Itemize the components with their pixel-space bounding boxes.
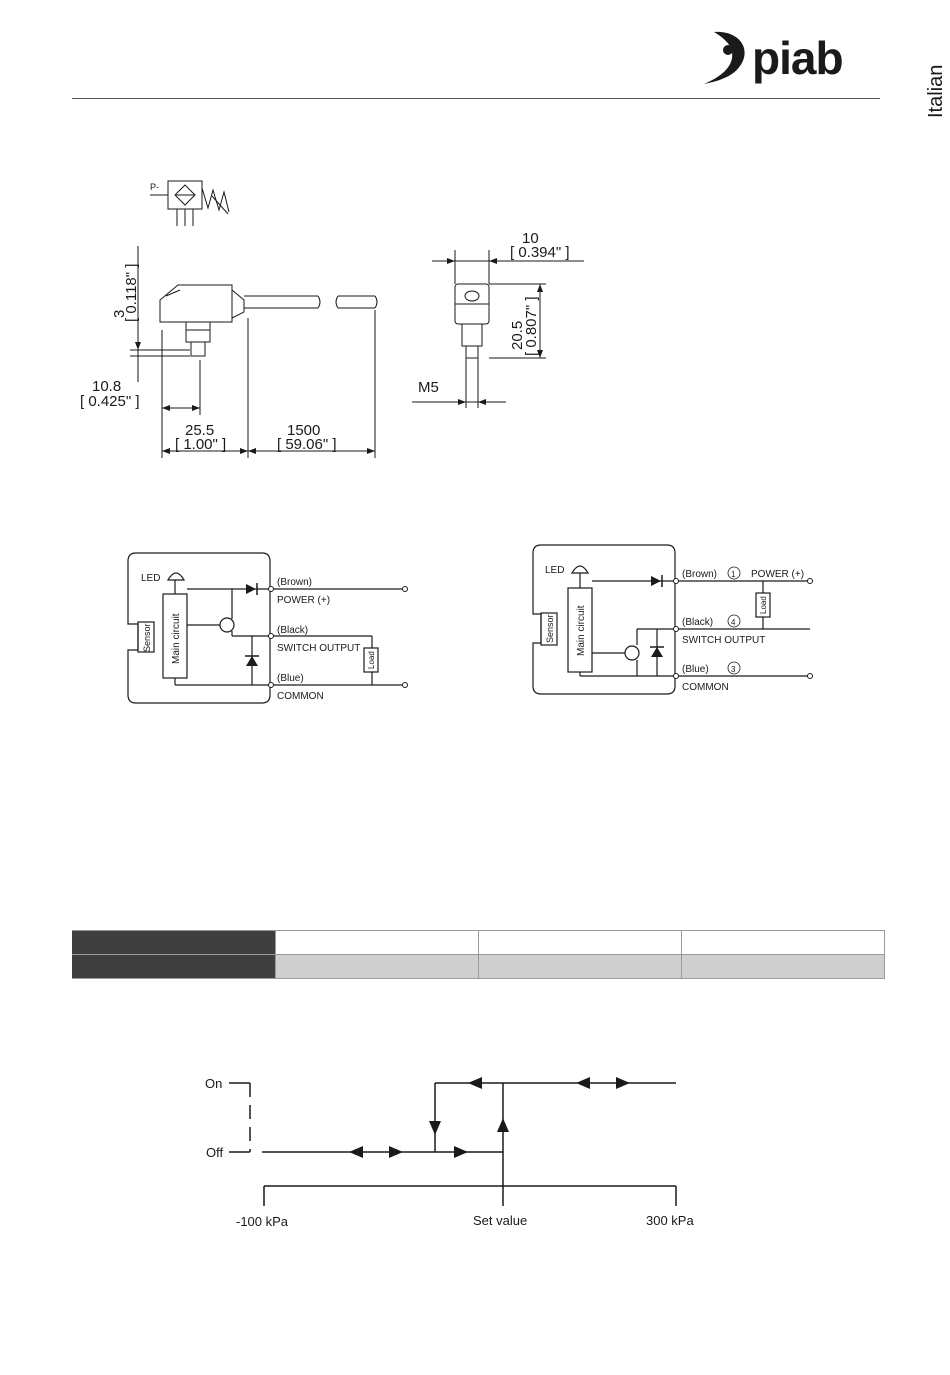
svg-text:Sensor: Sensor	[545, 614, 555, 643]
circuit-diagram-pnp: LED Sensor Main circuit (Brown) 1 POWER …	[515, 538, 835, 703]
arrow-left-icon	[349, 1146, 363, 1158]
table-row	[72, 930, 886, 955]
language-tab: Italian	[900, 40, 950, 130]
svg-text:[ 0.118" ]: [ 0.118" ]	[123, 264, 140, 322]
table-cell	[681, 930, 886, 955]
svg-text:4: 4	[731, 618, 736, 627]
svg-text:(Black): (Black)	[277, 625, 308, 636]
svg-text:(Brown): (Brown)	[277, 577, 312, 588]
arrow-left-icon	[468, 1077, 482, 1089]
arrow-right-icon	[389, 1146, 403, 1158]
svg-text:Main circuit: Main circuit	[576, 605, 587, 656]
arrow-right-icon	[454, 1146, 468, 1158]
table-row-header	[72, 954, 276, 979]
svg-text:(Black): (Black)	[682, 617, 713, 628]
svg-text:Sensor: Sensor	[142, 623, 152, 652]
svg-text:SWITCH OUTPUT: SWITCH OUTPUT	[682, 635, 765, 646]
spec-table	[72, 930, 886, 979]
sensor-side-view	[159, 284, 378, 357]
svg-text:[ 59.06" ]: [ 59.06" ]	[277, 436, 337, 453]
svg-text:10.8: 10.8	[92, 378, 121, 395]
table-cell	[275, 930, 479, 955]
svg-text:POWER (+): POWER (+)	[277, 595, 330, 606]
piab-logo: piab	[700, 28, 880, 90]
svg-text:POWER (+): POWER (+)	[751, 569, 804, 580]
table-cell	[275, 954, 479, 979]
svg-text:Load: Load	[759, 596, 768, 614]
svg-text:[ 0.394" ]: [ 0.394" ]	[510, 244, 570, 261]
arrow-down-icon	[429, 1121, 441, 1135]
table-row	[72, 954, 886, 979]
circuit-diagram-npn: LED Sensor Main circuit (Brown) POWER (+…	[100, 545, 430, 715]
logo-wordmark: piab	[752, 32, 843, 84]
svg-text:300 kPa: 300 kPa	[646, 1213, 694, 1228]
svg-text:20.5: 20.5	[509, 321, 526, 350]
svg-text:[ 1.00" ]: [ 1.00" ]	[175, 436, 226, 453]
svg-text:COMMON: COMMON	[682, 682, 729, 693]
table-cell	[478, 954, 682, 979]
svg-text:(Blue): (Blue)	[682, 664, 709, 675]
svg-text:(Blue): (Blue)	[277, 673, 304, 684]
svg-text:10: 10	[522, 230, 539, 247]
table-row-header	[72, 930, 276, 955]
svg-text:1: 1	[731, 570, 736, 579]
svg-text:Main circuit: Main circuit	[171, 613, 182, 664]
svg-text:(Brown): (Brown)	[682, 569, 717, 580]
logo-swoosh-icon	[704, 31, 745, 84]
header-divider	[72, 98, 880, 99]
svg-text:3: 3	[731, 665, 736, 674]
svg-text:LED: LED	[141, 573, 160, 584]
dimension-drawing: P- 3 [ 0.118" ] 10.8 [ 0.425" ] 25.5 [ 1…	[0, 160, 950, 480]
svg-text:Set value: Set value	[473, 1213, 527, 1228]
svg-text:25.5: 25.5	[185, 422, 214, 439]
svg-text:3: 3	[111, 310, 128, 318]
language-label: Italian	[925, 65, 947, 118]
sensor-front-view	[454, 283, 490, 359]
svg-text:[ 0.425" ]: [ 0.425" ]	[80, 393, 140, 410]
svg-text:Off: Off	[206, 1145, 223, 1160]
svg-text:Load: Load	[367, 651, 376, 669]
arrow-up-icon	[497, 1118, 509, 1132]
svg-text:M5: M5	[418, 379, 439, 396]
svg-text:COMMON: COMMON	[277, 691, 324, 702]
svg-text:1500: 1500	[287, 422, 320, 439]
svg-text:LED: LED	[545, 565, 564, 576]
table-cell	[681, 954, 886, 979]
hysteresis-diagram: On Off -100 kPa Set value 300 kPa	[180, 1060, 740, 1240]
svg-text:On: On	[205, 1076, 222, 1091]
symbol-pressure-label: P-	[150, 182, 159, 192]
svg-text:[ 0.807" ]: [ 0.807" ]	[523, 296, 540, 356]
arrow-left-icon	[576, 1077, 590, 1089]
table-cell	[478, 930, 682, 955]
arrow-right-icon	[616, 1077, 630, 1089]
svg-text:-100 kPa: -100 kPa	[236, 1214, 289, 1229]
pressure-switch-symbol	[150, 180, 230, 226]
svg-text:SWITCH OUTPUT: SWITCH OUTPUT	[277, 643, 360, 654]
